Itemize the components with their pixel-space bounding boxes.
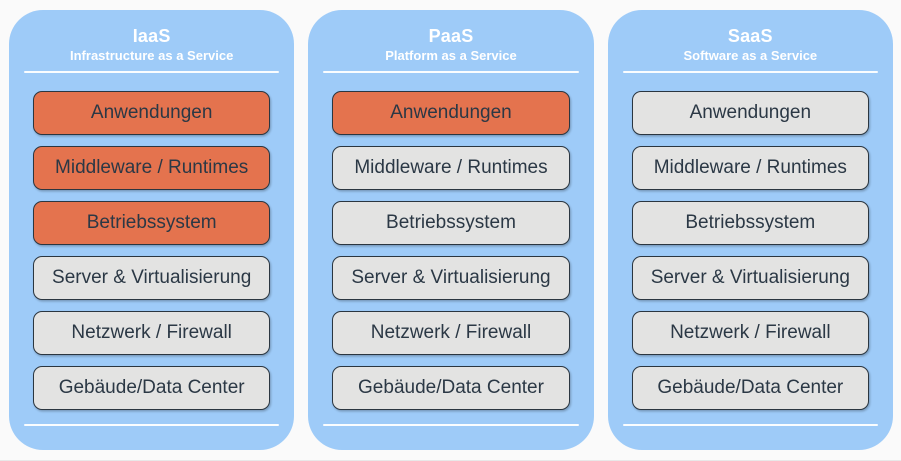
layer-gebaeude-datacenter: Gebäude/Data Center bbox=[33, 366, 271, 410]
layer-stack-paas: Anwendungen Middleware / Runtimes Betrie… bbox=[332, 91, 570, 410]
panel-subtitle-paas: Platform as a Service bbox=[385, 48, 517, 63]
layer-middleware-runtimes: Middleware / Runtimes bbox=[33, 146, 271, 190]
cloud-model-columns: IaaS Infrastructure as a Service Anwendu… bbox=[9, 10, 893, 450]
panel-title-paas: PaaS bbox=[428, 26, 474, 46]
layer-anwendungen: Anwendungen bbox=[33, 91, 271, 135]
layer-anwendungen: Anwendungen bbox=[332, 91, 570, 135]
layer-server-virtualisierung: Server & Virtualisierung bbox=[631, 256, 869, 300]
panel-title-iaas: IaaS bbox=[132, 26, 171, 46]
panel-paas: PaaS Platform as a Service Anwendungen M… bbox=[308, 10, 594, 450]
panel-saas: SaaS Software as a Service Anwendungen M… bbox=[607, 10, 893, 450]
header-divider bbox=[323, 71, 579, 73]
header-divider bbox=[24, 71, 280, 73]
layer-anwendungen: Anwendungen bbox=[631, 91, 869, 135]
layer-gebaeude-datacenter: Gebäude/Data Center bbox=[332, 366, 570, 410]
layer-netzwerk-firewall: Netzwerk / Firewall bbox=[33, 311, 271, 355]
layer-middleware-runtimes: Middleware / Runtimes bbox=[332, 146, 570, 190]
layer-middleware-runtimes: Middleware / Runtimes bbox=[631, 146, 869, 190]
panel-iaas: IaaS Infrastructure as a Service Anwendu… bbox=[9, 10, 295, 450]
layer-betriebssystem: Betriebssystem bbox=[33, 201, 271, 245]
panel-subtitle-iaas: Infrastructure as a Service bbox=[70, 48, 234, 63]
layer-stack-iaas: Anwendungen Middleware / Runtimes Betrie… bbox=[33, 91, 271, 410]
layer-netzwerk-firewall: Netzwerk / Firewall bbox=[631, 311, 869, 355]
footer-divider bbox=[323, 424, 579, 426]
layer-netzwerk-firewall: Netzwerk / Firewall bbox=[332, 311, 570, 355]
layer-stack-saas: Anwendungen Middleware / Runtimes Betrie… bbox=[631, 91, 869, 410]
panel-subtitle-saas: Software as a Service bbox=[683, 48, 818, 63]
layer-betriebssystem: Betriebssystem bbox=[631, 201, 869, 245]
layer-betriebssystem: Betriebssystem bbox=[332, 201, 570, 245]
layer-server-virtualisierung: Server & Virtualisierung bbox=[332, 256, 570, 300]
layer-server-virtualisierung: Server & Virtualisierung bbox=[33, 256, 271, 300]
footer-divider bbox=[24, 424, 280, 426]
header-divider bbox=[622, 71, 878, 73]
footer-divider bbox=[622, 424, 878, 426]
layer-gebaeude-datacenter: Gebäude/Data Center bbox=[631, 366, 869, 410]
panel-title-saas: SaaS bbox=[727, 26, 773, 46]
